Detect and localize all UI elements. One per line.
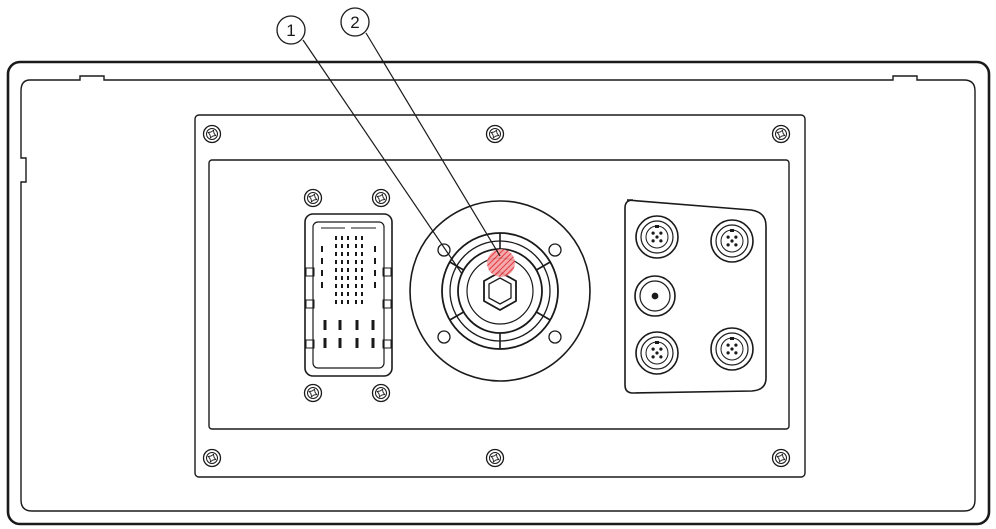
connector-pin	[347, 284, 349, 288]
callout-1: 1	[276, 15, 463, 275]
small-round-connector-icon	[635, 215, 679, 259]
connector-pin	[323, 320, 327, 330]
connector-pin	[321, 282, 323, 288]
connector-pin	[355, 338, 359, 348]
connector-pin	[355, 320, 359, 330]
connector-pin	[361, 300, 363, 304]
connector-pin	[355, 300, 357, 304]
connector-pin	[371, 320, 375, 330]
connector-pin	[355, 284, 357, 288]
connector-pin	[321, 246, 323, 252]
phillips-screw-icon	[202, 448, 222, 468]
phillips-screw-icon	[771, 124, 791, 144]
connector-pin	[355, 260, 357, 264]
connector-pin	[374, 270, 376, 276]
phillips-screw-icon	[303, 383, 323, 403]
connector-pin	[321, 270, 323, 276]
small-round-connector-icon	[710, 327, 754, 371]
connector-plate	[624, 199, 767, 394]
connector-pin	[347, 244, 349, 248]
connector-pin	[341, 236, 343, 240]
callout-1-label: 1	[286, 21, 295, 40]
connector-pin	[335, 276, 337, 280]
connector-pin	[341, 284, 343, 288]
small-round-connectors	[635, 215, 754, 375]
connector-pin	[374, 246, 376, 252]
phillips-screw-icon	[485, 124, 505, 144]
connector-pin	[347, 252, 349, 256]
connector-pin	[355, 276, 357, 280]
connector-pin	[338, 320, 342, 330]
connector-pin	[341, 252, 343, 256]
connector-pin	[361, 268, 363, 272]
connector-pin	[323, 338, 327, 348]
connector-pin	[341, 300, 343, 304]
phillips-screw-icon	[303, 188, 323, 208]
connector-pin	[374, 282, 376, 288]
connector-pin	[335, 252, 337, 256]
connector-pin	[371, 338, 375, 348]
connector-pin	[341, 244, 343, 248]
connector-pin-grid	[321, 236, 376, 348]
connector-pin	[361, 292, 363, 296]
phillips-screw-icon	[371, 383, 391, 403]
connector-pin	[341, 292, 343, 296]
connector-pin	[335, 300, 337, 304]
connector-pin	[347, 268, 349, 272]
round-connector-icon	[409, 200, 591, 382]
highlighted-element	[487, 249, 515, 277]
connector-pin	[355, 268, 357, 272]
connector-pin	[355, 244, 357, 248]
connector-pin	[355, 292, 357, 296]
hex-nut-icon	[483, 270, 517, 312]
connector-pin	[347, 260, 349, 264]
connector-pin	[361, 260, 363, 264]
connector-pin	[335, 284, 337, 288]
connector-pin	[341, 268, 343, 272]
mounting-panel	[194, 114, 806, 478]
phillips-screw-icon	[771, 448, 791, 468]
connector-pin	[355, 236, 357, 240]
device-housing	[6, 60, 991, 526]
connector-pin	[374, 258, 376, 264]
connector-pin	[361, 284, 363, 288]
connector-pin	[335, 244, 337, 248]
callout-2-label: 2	[350, 13, 359, 32]
small-round-connector-icon	[710, 219, 754, 263]
callout-2: 2	[340, 7, 501, 257]
phillips-screw-icon	[485, 448, 505, 468]
connector-pin	[335, 236, 337, 240]
connector-pin	[341, 276, 343, 280]
connector-pin	[347, 276, 349, 280]
multi-pin-connector-icon	[304, 213, 393, 377]
panel-screws	[202, 124, 791, 468]
connector-pin	[335, 268, 337, 272]
connector-pin	[338, 338, 342, 348]
coax-connector-icon	[634, 275, 676, 317]
connector-pin	[361, 244, 363, 248]
phillips-screw-icon	[202, 124, 222, 144]
phillips-screw-icon	[371, 188, 391, 208]
connector-pin	[335, 260, 337, 264]
connector-pin	[361, 236, 363, 240]
connector-pin	[341, 260, 343, 264]
connector-pin	[321, 258, 323, 264]
connector-pin	[347, 300, 349, 304]
small-round-connector-icon	[635, 331, 679, 375]
connector-pin	[347, 236, 349, 240]
connector-pin	[361, 252, 363, 256]
connector-pin	[347, 292, 349, 296]
connector-pin	[355, 252, 357, 256]
connector-pin	[335, 292, 337, 296]
connector-pin	[361, 276, 363, 280]
